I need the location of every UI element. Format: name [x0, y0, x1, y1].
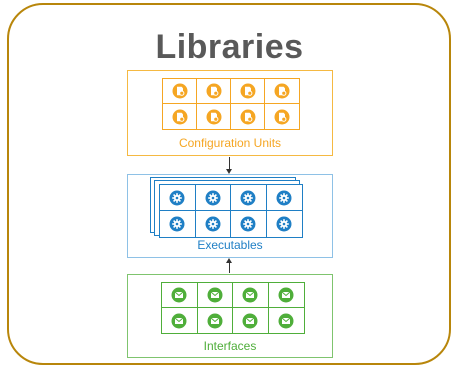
- configuration-units-label: Configuration Units: [178, 136, 282, 150]
- exec-cell: [266, 185, 302, 211]
- config-cell: [197, 79, 231, 104]
- envelope-icon: [207, 287, 223, 303]
- config-cell: [231, 79, 265, 104]
- config-cell: [197, 104, 231, 129]
- exec-cell: [160, 185, 196, 211]
- gear-icon: [276, 190, 292, 206]
- iface-cell: [268, 283, 304, 308]
- iface-cell: [198, 308, 233, 333]
- gear-icon: [205, 216, 221, 232]
- arrow-iface-to-exec: [229, 263, 230, 273]
- configuration-units-panel: Configuration Units: [127, 70, 333, 156]
- config-unit-icon: [240, 109, 256, 125]
- interfaces-grid: [161, 282, 305, 334]
- gear-icon: [169, 216, 185, 232]
- interfaces-label: Interfaces: [203, 339, 257, 353]
- config-cell: [265, 104, 299, 129]
- iface-cell: [162, 308, 198, 333]
- executables-grid: [159, 184, 303, 238]
- envelope-icon: [278, 313, 294, 329]
- config-unit-icon: [172, 109, 188, 125]
- iface-cell: [233, 283, 269, 308]
- arrowhead-down: [226, 169, 232, 174]
- gear-icon: [205, 190, 221, 206]
- gear-icon: [276, 216, 292, 232]
- envelope-icon: [171, 287, 187, 303]
- exec-cell: [196, 211, 231, 237]
- iface-cell: [233, 308, 269, 333]
- gear-icon: [169, 190, 185, 206]
- config-unit-icon: [172, 83, 188, 99]
- config-unit-icon: [240, 83, 256, 99]
- config-unit-icon: [274, 109, 290, 125]
- gear-icon: [240, 216, 256, 232]
- exec-cell: [195, 185, 231, 211]
- envelope-icon: [278, 287, 294, 303]
- envelope-icon: [242, 287, 258, 303]
- iface-cell: [269, 308, 305, 333]
- arrow-config-to-exec: [229, 157, 230, 169]
- iface-cell: [162, 283, 198, 308]
- exec-cell: [160, 211, 196, 237]
- config-cell: [163, 104, 197, 129]
- gear-icon: [240, 190, 256, 206]
- arrowhead-up: [226, 258, 232, 263]
- page-title: Libraries: [155, 28, 304, 66]
- config-cell: [265, 79, 299, 104]
- config-unit-icon: [206, 83, 222, 99]
- config-unit-icon: [274, 83, 290, 99]
- executables-label: Executables: [197, 238, 263, 252]
- envelope-icon: [171, 313, 187, 329]
- executables-panel: Executables: [127, 174, 333, 258]
- config-cell: [163, 79, 197, 104]
- envelope-icon: [207, 313, 223, 329]
- interfaces-panel: Interfaces: [127, 274, 333, 358]
- config-cell: [231, 104, 265, 129]
- iface-cell: [197, 283, 233, 308]
- exec-cell: [231, 211, 267, 237]
- exec-cell: [267, 211, 303, 237]
- exec-cell: [231, 185, 267, 211]
- configuration-units-grid: [162, 78, 300, 130]
- envelope-icon: [242, 313, 258, 329]
- config-unit-icon: [206, 109, 222, 125]
